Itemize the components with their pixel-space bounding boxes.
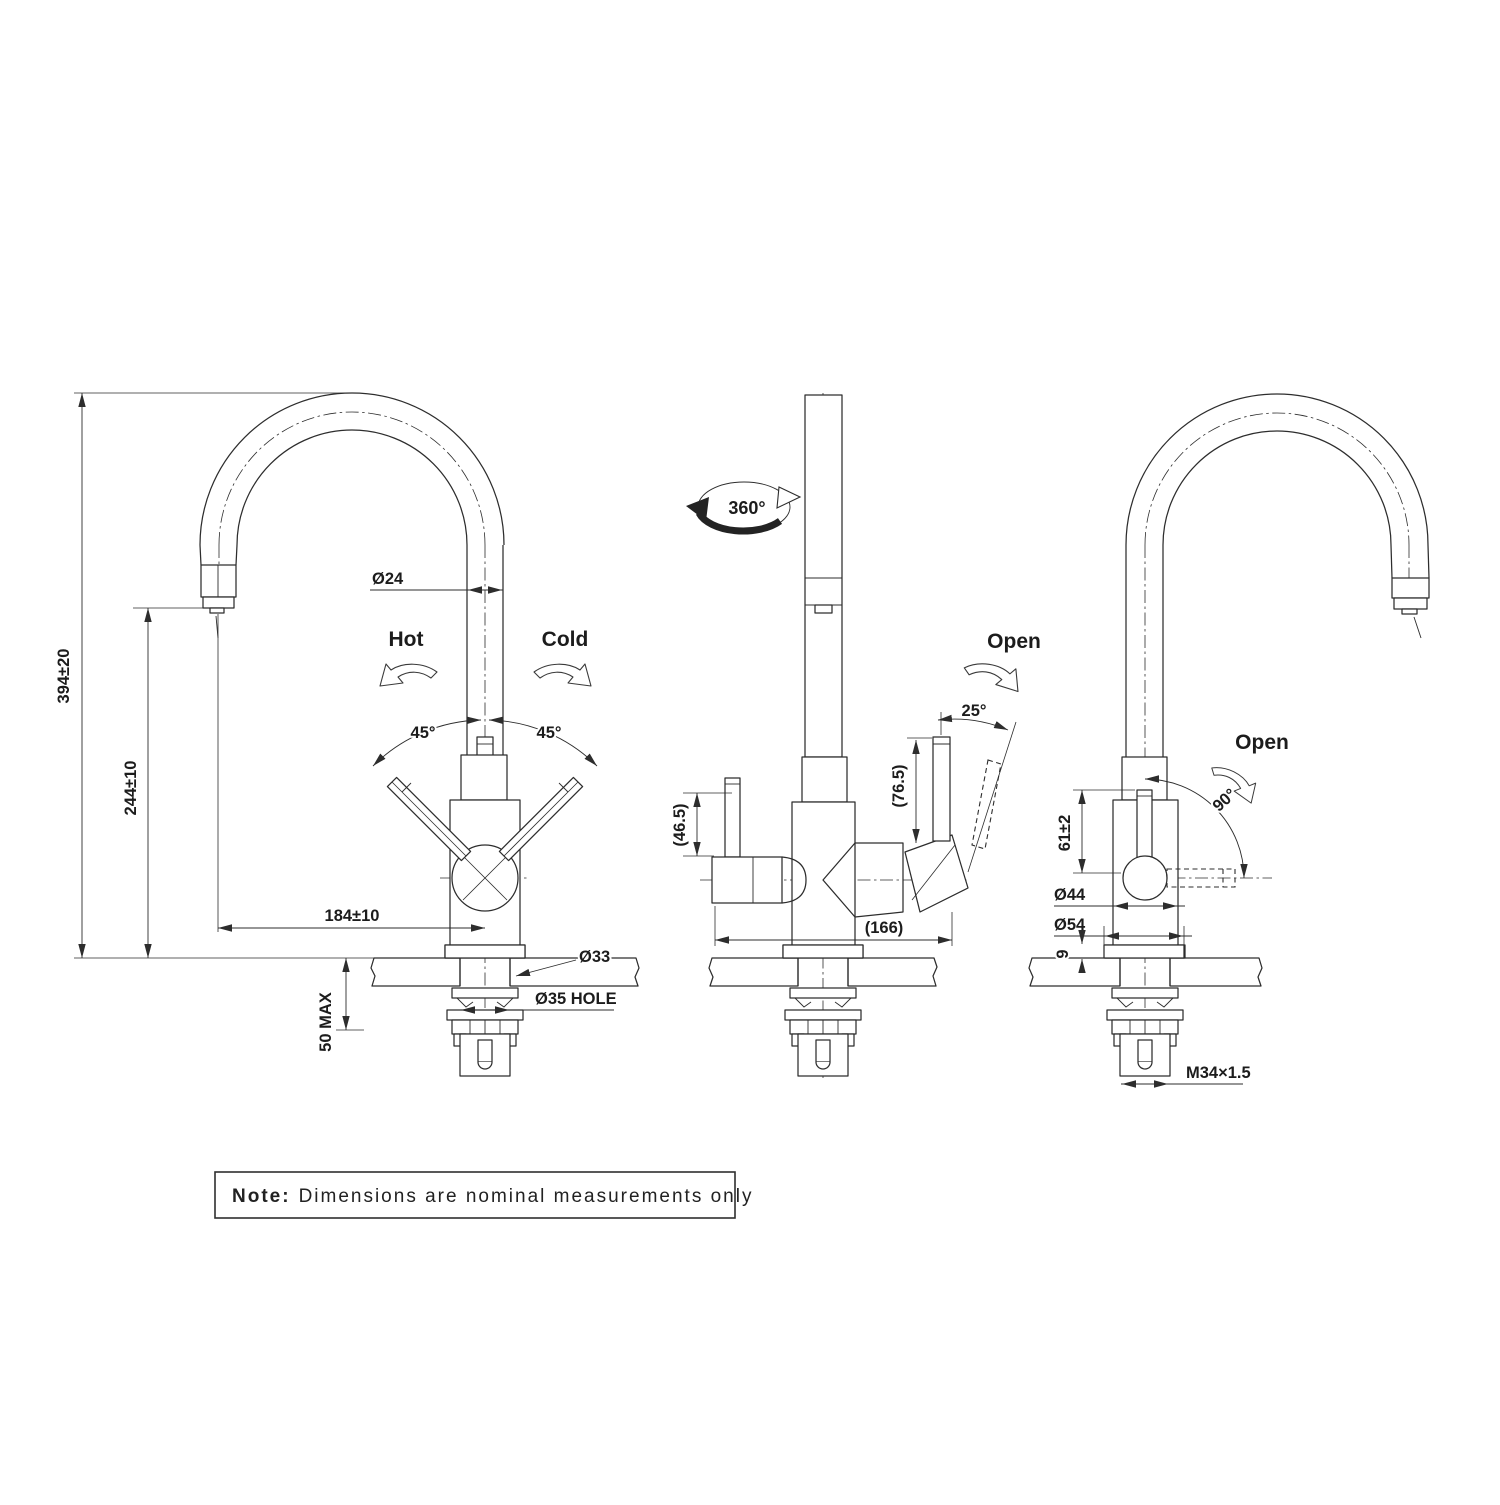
open-angle-dimension: 25° (937, 700, 1009, 735)
note-box: Note:Dimensions are nominal measurements… (214, 1171, 753, 1219)
hole-diameter-label: Ø35 HOLE (535, 990, 617, 1008)
overall-height-label: 394±20 (55, 649, 73, 704)
mounting-hardware (444, 944, 526, 1077)
filter-handle-height-dimension: (46.5) (669, 792, 732, 857)
counter-thickness-dimension: 50 MAX (315, 958, 364, 1054)
spout-diameter-label: Ø24 (372, 570, 404, 588)
open-direction-arrow-icon (961, 659, 1023, 693)
spout-height-dimension: 244±10 (120, 607, 222, 958)
right-handle (498, 776, 584, 862)
hole-diameter-callout: Ø35 HOLE (460, 988, 619, 1014)
swivel-360-arrow-icon: 360° (686, 481, 802, 535)
lever-closed-position (932, 736, 951, 842)
body-diameter-dimension: Ø44 (1052, 884, 1185, 910)
flange-height-label: 9 (1054, 949, 1072, 958)
lever-open-position (971, 759, 1002, 850)
mounting-hardware (1104, 944, 1186, 1077)
spout-centerline-arc (1144, 412, 1410, 546)
thread-spec-label: M34×1.5 (1186, 1064, 1251, 1082)
cold-direction-arrow-icon (533, 663, 592, 687)
front-view: 45° 45° Hot Cold Ø24 394±20 244±10 (53, 392, 640, 1078)
left-handle (386, 776, 472, 862)
handle-angle-dimension: 45° 45° (372, 716, 598, 767)
countertop (1028, 957, 1263, 987)
body-diameter-label: Ø44 (1054, 886, 1086, 904)
overall-depth-dimension: (166) (714, 906, 953, 946)
swivel-shaft (782, 394, 864, 959)
spout-centerline-arc (218, 411, 486, 546)
flange-diameter-dimension: Ø54 (1052, 914, 1192, 948)
counter-thickness-label: 50 MAX (317, 992, 335, 1052)
valve-pivot (1122, 855, 1168, 901)
thread-spec-dimension: M34×1.5 (1121, 1062, 1253, 1088)
open-label: Open (1235, 731, 1289, 754)
cold-label: Cold (542, 628, 589, 651)
lever-closed-position (1136, 789, 1153, 859)
open-angle-label: 25° (962, 702, 987, 720)
filter-handle-height-label: (46.5) (671, 803, 689, 846)
lever-height-label: (76.5) (890, 764, 908, 807)
base-diameter-callout: Ø33 (515, 946, 612, 977)
hot-label: Hot (389, 628, 424, 651)
spout-reach-label: 184±10 (325, 907, 380, 925)
spout-diameter-dimension: Ø24 (370, 568, 503, 594)
right-handle-angle-label: 45° (537, 724, 562, 742)
lever-height-dimension: 61±2 (1054, 789, 1135, 874)
flange-diameter-label: Ø54 (1054, 916, 1086, 934)
open-angle-label: 90° (1209, 785, 1240, 815)
base-flange (1103, 944, 1185, 959)
lever-height-dimension: (76.5) (888, 737, 932, 843)
mixer-lever (822, 721, 1017, 918)
faucet-body (1103, 545, 1236, 959)
gooseneck-spout (199, 392, 505, 639)
side-view: 360° 25° Open (669, 393, 1043, 1078)
spout-reach-dimension: 184±10 (217, 614, 485, 932)
rear-view: 90° Open 61±2 Ø44 Ø54 (1028, 393, 1430, 1088)
filter-handle (711, 777, 807, 904)
flange-height-dimension: 9 (1052, 930, 1086, 973)
lever-height-label: 61±2 (1056, 815, 1074, 852)
left-handle-angle-label: 45° (411, 724, 436, 742)
spout-height-label: 244±10 (122, 761, 140, 816)
overall-height-dimension: 394±20 (53, 392, 374, 959)
note-text: Note:Dimensions are nominal measurements… (232, 1186, 753, 1207)
base-flange (444, 944, 526, 959)
base-diameter-label: Ø33 (579, 948, 610, 966)
aerator (209, 607, 225, 614)
gooseneck-spout (1125, 393, 1430, 639)
base-flange (782, 944, 864, 959)
overall-depth-label: (166) (865, 919, 904, 937)
hot-direction-arrow-icon (379, 663, 438, 687)
swivel-angle-label: 360° (728, 498, 765, 518)
aerator (1401, 608, 1418, 615)
open-label: Open (987, 630, 1041, 653)
